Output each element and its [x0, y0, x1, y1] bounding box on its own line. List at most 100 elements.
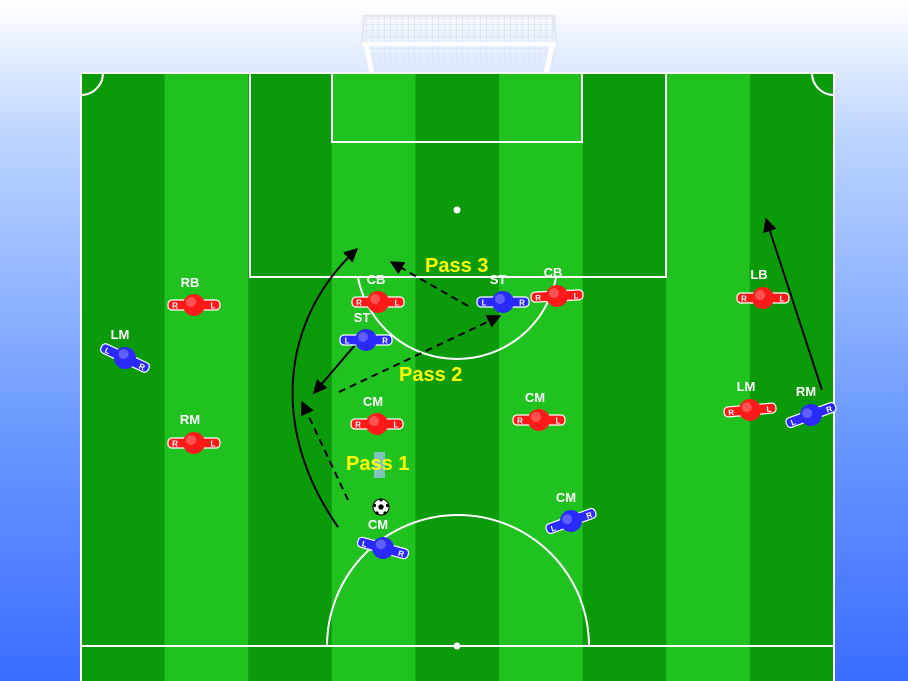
pitch-stripe [164, 73, 249, 681]
player-position-label: RB [181, 275, 200, 290]
player-head [366, 413, 388, 435]
player-head [739, 399, 761, 421]
player-position-label: CM [368, 517, 388, 532]
penalty-spot [453, 206, 461, 214]
player-head [114, 347, 136, 369]
player-position-label: ST [490, 272, 507, 287]
wing-run-arrow [763, 217, 823, 391]
player-head [355, 329, 377, 351]
player-position-label: LM [111, 327, 130, 342]
shoulder-letter-left: L [103, 346, 111, 356]
shoulder-letter-left: L [790, 417, 798, 427]
run-arrow-curved [291, 248, 359, 528]
shoulder-letter-right: L [211, 302, 216, 311]
shoulder-letter-left: R [741, 295, 747, 304]
shoulder-letter-left: L [345, 337, 350, 346]
player-position-label: CB [544, 265, 563, 280]
player-head-highlight [755, 290, 765, 300]
goal-net-icon [360, 15, 558, 76]
shoulder-letter-left: L [482, 299, 487, 308]
player-head [528, 409, 550, 431]
corner-arc-right [811, 72, 835, 96]
player-head [372, 537, 394, 559]
player-head [183, 432, 205, 454]
shoulder-letter-right: R [382, 337, 388, 346]
shoulder-letter-right: R [585, 510, 594, 521]
pass-1-highlight [374, 452, 385, 478]
shoulder-letter-right: L [573, 291, 578, 300]
player-position-label: LB [750, 267, 767, 282]
shoulder-letter-right: R [825, 404, 834, 415]
shoulder-letter-right: L [211, 440, 216, 449]
player-blue: LR [100, 343, 150, 373]
player-head-highlight [186, 297, 196, 307]
goal-area [331, 72, 583, 143]
shoulder-letter-left: L [550, 523, 558, 533]
player-position-label: CM [525, 390, 545, 405]
player-head-highlight [741, 402, 752, 413]
soccer-ball-icon [372, 498, 390, 516]
shoulder-letter-right: R [137, 362, 146, 373]
player-blue: LR [545, 507, 597, 535]
player-position-label: RM [180, 412, 200, 427]
shoulder-letter-left: R [172, 302, 178, 311]
shoulder-letter-left: R [535, 293, 541, 302]
pass-1-arrow [301, 400, 349, 501]
player-head [492, 291, 514, 313]
shoulder-letter-right: L [766, 405, 772, 414]
player-head [560, 510, 582, 532]
shoulder-letter-left: L [361, 539, 368, 549]
shoulder-letter-left: R [355, 421, 361, 430]
pass-2-label: Pass 2 [399, 364, 462, 386]
pass-1-label: Pass 1 [346, 453, 409, 475]
player-blue: LR [785, 401, 837, 429]
pitch-stripe [499, 73, 584, 681]
player-head [367, 291, 389, 313]
player-position-label: LM [737, 379, 756, 394]
player-position-label: CM [556, 490, 576, 505]
player-blue: LR [356, 536, 410, 560]
pitch-stripe [248, 73, 333, 681]
player-head-highlight [358, 332, 368, 342]
shoulder-letter-left: R [172, 440, 178, 449]
pitch-stripes [81, 73, 834, 681]
shoulder-letter-left: R [356, 299, 362, 308]
shoulder-letter-left: R [517, 417, 523, 426]
shoulder-letter-right: L [556, 417, 561, 426]
pass-3-label: Pass 3 [425, 255, 488, 277]
pitch-stripe [666, 73, 751, 681]
shoulder-letter-right: R [519, 299, 525, 308]
pitch-stripe [415, 73, 500, 681]
player-head [800, 404, 822, 426]
pitch-stripe [81, 73, 166, 681]
movement-arrows [291, 217, 823, 528]
player-head-highlight [118, 349, 129, 360]
center-spot [453, 642, 461, 650]
shoulder-letter-right: L [395, 299, 400, 308]
pitch-stripe [582, 73, 667, 681]
shoulder-letter-right: L [780, 295, 785, 304]
player-head-highlight [802, 408, 813, 419]
center-circle [326, 514, 590, 647]
player-head-highlight [369, 416, 379, 426]
lay-off-arrow [313, 344, 356, 395]
pass-labels: Pass 1 Pass 2 Pass 3 [346, 255, 488, 478]
shoulder-letter-right: R [397, 549, 405, 559]
shoulder-letter-right: L [394, 421, 399, 430]
player-position-label: RM [796, 384, 816, 399]
player-head-highlight [562, 514, 573, 525]
player-head [546, 285, 568, 307]
player-position-label: CM [363, 394, 383, 409]
pitch-markings [80, 72, 835, 681]
player-head-highlight [548, 288, 559, 299]
player-head [183, 294, 205, 316]
player-position-label: ST [354, 310, 371, 325]
